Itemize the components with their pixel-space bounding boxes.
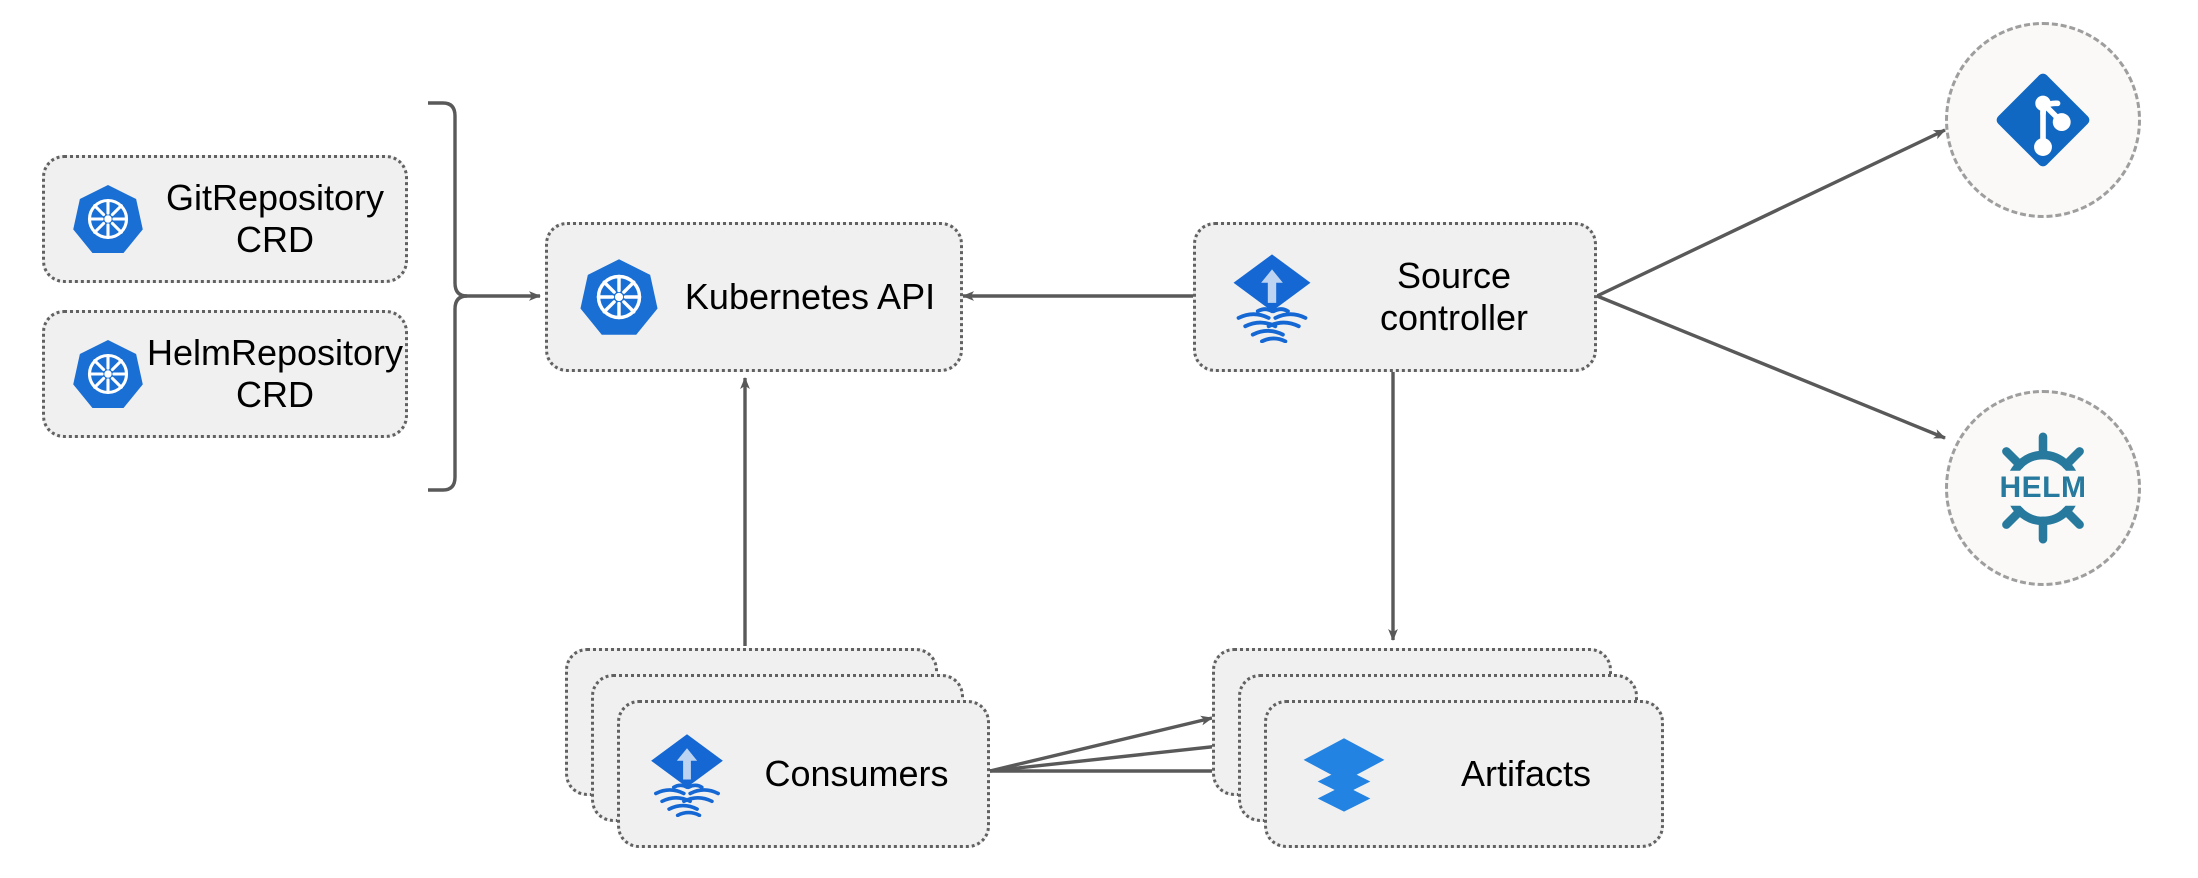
kubernetes-icon [71, 337, 145, 411]
stack-card-front[interactable]: Consumers [617, 700, 990, 848]
layers-icon [1297, 727, 1391, 821]
kubernetes-icon [71, 182, 145, 256]
edge-crd-group-brace [428, 101, 468, 492]
node-helm-source[interactable]: HELM [1945, 390, 2141, 586]
flux-icon [1230, 251, 1314, 343]
edge-source-to-git [1596, 128, 1946, 298]
edge-consumers-to-artifact-2 [989, 740, 1239, 773]
node-label: Source controller [1379, 254, 1529, 338]
node-git-repository-crd[interactable]: GitRepository CRD [42, 155, 408, 283]
node-artifacts[interactable]: Artifacts [1212, 648, 1664, 848]
node-label: Artifacts [1460, 752, 1592, 794]
node-label: Consumers [764, 752, 949, 794]
node-label: Kubernetes API [684, 275, 936, 317]
node-source-controller[interactable]: Source controller [1193, 222, 1597, 372]
node-consumers[interactable]: Consumers [565, 648, 990, 848]
edge-source-to-helm [1596, 294, 1946, 440]
node-kubernetes-api[interactable]: Kubernetes API [545, 222, 963, 372]
flux-icon [648, 731, 726, 817]
stack-card-front[interactable]: Artifacts [1264, 700, 1664, 848]
edge-consumers-to-artifact-1 [989, 715, 1213, 773]
helm-wordmark: HELM [1982, 470, 2104, 506]
git-icon [1991, 68, 2095, 172]
node-label: GitRepository CRD [165, 176, 385, 260]
node-label: HelmRepository CRD [146, 331, 404, 415]
node-git-source[interactable] [1945, 22, 2141, 218]
helm-wheel-icon: HELM [1982, 427, 2104, 549]
node-helm-repository-crd[interactable]: HelmRepository CRD [42, 310, 408, 438]
kubernetes-icon [578, 256, 660, 338]
